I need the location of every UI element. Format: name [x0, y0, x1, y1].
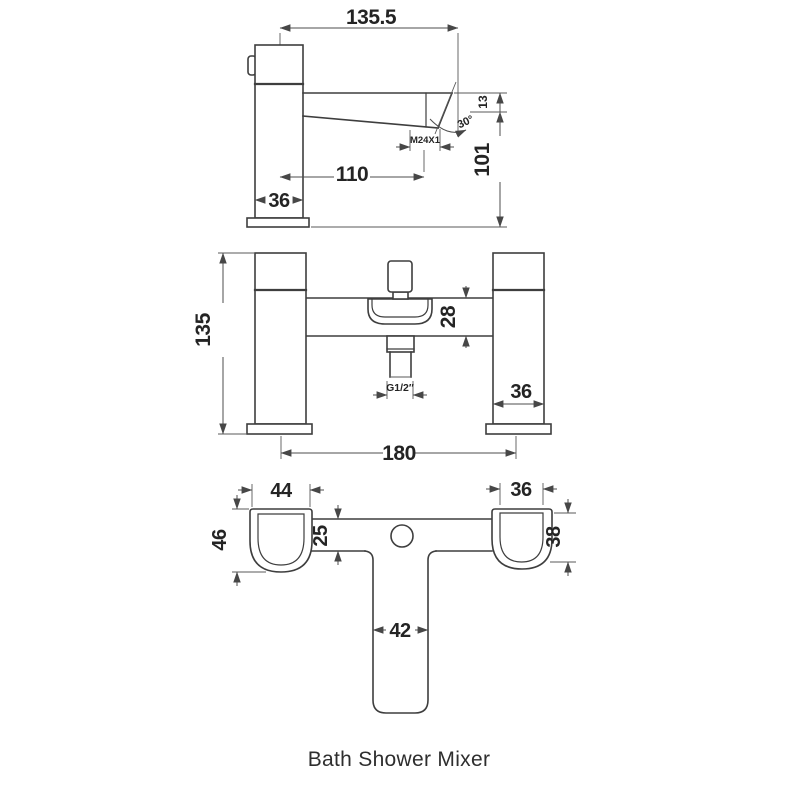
- side-tip-angle-reference-line: [434, 81, 457, 135]
- dim-body-width-value: 36: [268, 190, 290, 212]
- front-view: G1/2″ 135 28 36 180: [192, 252, 552, 465]
- dim-angle-value: 30°: [456, 113, 476, 131]
- plan-right-handle-inner: [499, 512, 544, 563]
- front-right-base: [485, 423, 552, 435]
- dim-tip-height-value: 13: [476, 95, 490, 109]
- dim-plan-bar-value: 25: [310, 525, 332, 547]
- dim-height-value: 135: [192, 312, 215, 346]
- dim-stem-width-value: 42: [389, 620, 411, 642]
- plan-right-handle-outer: [491, 508, 553, 570]
- front-spout-bowl-inner-line: [371, 298, 429, 318]
- dim-left-width-value: 44: [270, 480, 293, 502]
- spout-thread-label: M24X1: [410, 135, 441, 146]
- plan-hose-stem: [364, 550, 437, 714]
- side-base-plate: [246, 217, 310, 228]
- dim-overall-reach-value: 135.5: [346, 6, 397, 29]
- side-view: 135.5 110 36 13 101 30° M24X1: [246, 6, 507, 228]
- front-diverter-neck: [392, 291, 409, 300]
- plan-left-handle-outer: [249, 508, 313, 573]
- front-right-pillar: [492, 252, 545, 425]
- plan-view: 44 46 25 36 38 42: [209, 479, 576, 714]
- dim-right-depth-value: 38: [543, 526, 565, 548]
- dim-outlet-height-value: 101: [471, 142, 494, 176]
- front-left-base: [246, 423, 313, 435]
- front-diverter-knob: [387, 260, 413, 293]
- front-shower-outlet-block: [386, 335, 415, 353]
- side-spout-bottom-line: [302, 115, 439, 129]
- dim-pillar-width-value: 36: [510, 381, 532, 403]
- dim-right-width-value: 36: [510, 479, 532, 501]
- dim-centres-value: 180: [382, 442, 416, 465]
- plan-diverter-circle: [390, 524, 414, 548]
- drawing-caption: Bath Shower Mixer: [308, 748, 491, 771]
- plan-left-handle-inner: [257, 513, 305, 566]
- front-left-pillar: [254, 252, 307, 425]
- dim-bar-depth-value: 28: [437, 305, 460, 328]
- dim-left-depth-value: 46: [209, 529, 231, 551]
- dim-spout-reach-value: 110: [336, 163, 368, 186]
- side-body-column: [254, 44, 304, 219]
- hose-thread-label: G1/2″: [386, 382, 414, 394]
- front-spout-bowl: [367, 298, 433, 325]
- dim-angle-arc: [429, 118, 467, 138]
